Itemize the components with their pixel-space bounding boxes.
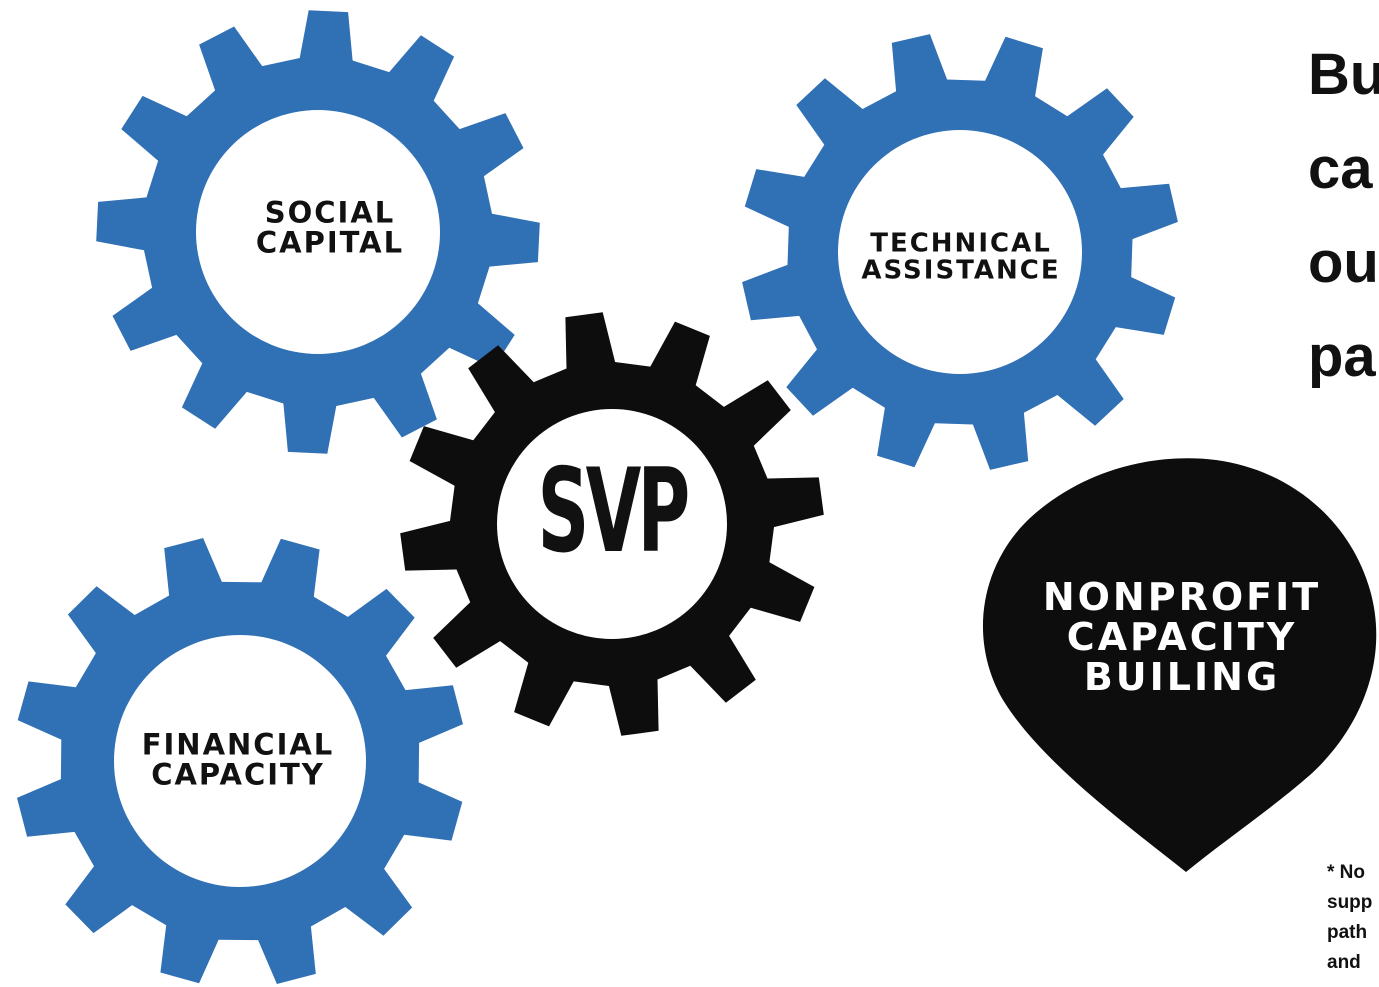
footnote-line: * No xyxy=(1327,862,1365,883)
social-capital-label-line: CAPITAL xyxy=(255,226,405,260)
nonprofit-capacity-label-line: CAPACITY xyxy=(1066,615,1298,660)
technical-assistance-label-line: ASSISTANCE xyxy=(861,256,1061,286)
footnote: * No supp path and xyxy=(1327,858,1372,978)
technical-assistance-label: TECHNICAL ASSISTANCE xyxy=(861,228,1061,286)
headline: Bu ca ou pa xyxy=(1308,28,1379,404)
technical-assistance-gear-hub xyxy=(838,130,1082,374)
nonprofit-capacity-label-line: NONPROFIT xyxy=(1042,575,1322,620)
social-capital-label: SOCIAL CAPITAL xyxy=(255,195,405,260)
footnote-line: and xyxy=(1327,952,1361,973)
financial-capacity-label-line: FINANCIAL xyxy=(141,727,335,762)
headline-line: pa xyxy=(1308,324,1376,389)
social-capital-gear-hub xyxy=(196,110,440,354)
headline-line: Bu xyxy=(1308,42,1379,107)
nonprofit-capacity-label: NONPROFIT CAPACITY BUILING xyxy=(1042,575,1322,699)
financial-capacity-gear-hub xyxy=(114,635,366,887)
footnote-line: supp xyxy=(1327,892,1373,913)
nonprofit-capacity-label-line: BUILING xyxy=(1083,654,1281,699)
headline-line: ca xyxy=(1308,136,1373,201)
financial-capacity-label-line: CAPACITY xyxy=(151,758,325,792)
technical-assistance-label-line: TECHNICAL xyxy=(870,228,1052,259)
svp-gear-hub xyxy=(497,409,727,639)
social-capital-label-line: SOCIAL xyxy=(264,195,396,230)
footnote-line: path xyxy=(1327,922,1368,943)
svp-logo-text: SVP xyxy=(537,444,690,580)
financial-capacity-label: FINANCIAL CAPACITY xyxy=(141,727,335,792)
headline-line: ou xyxy=(1308,230,1379,295)
nonprofit-capacity-pin xyxy=(982,458,1377,872)
